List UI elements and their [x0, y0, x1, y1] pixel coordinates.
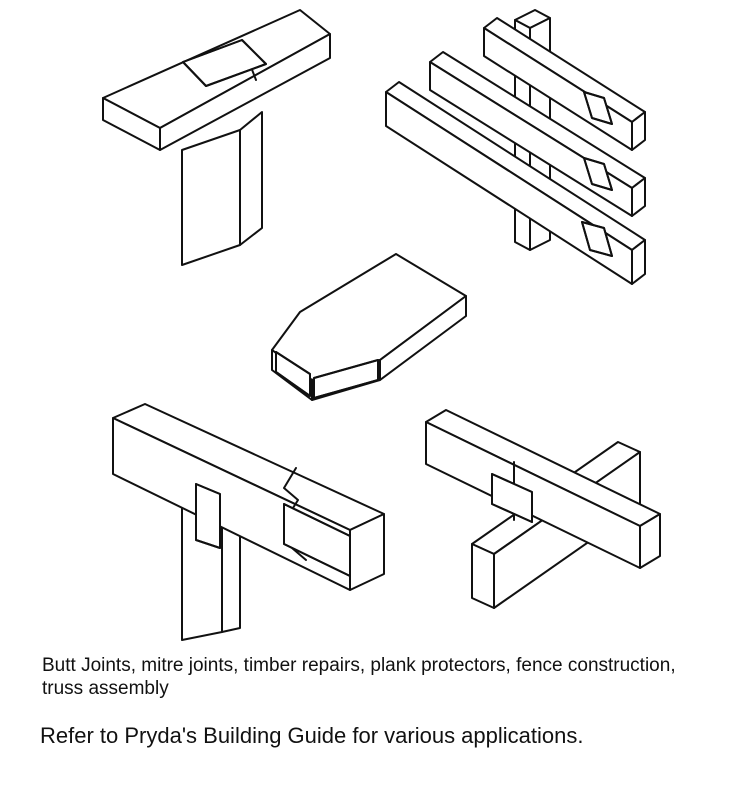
fence-illustration: [385, 9, 646, 285]
nail-plate: [491, 473, 533, 523]
mitre-joint-illustration: [271, 253, 467, 401]
nail-plate: [583, 157, 613, 191]
nail-plate: [195, 483, 351, 577]
nail-plate: [275, 351, 379, 399]
timber-repair-illustration: [112, 403, 385, 641]
nail-plate: [182, 39, 267, 87]
nail-plate: [581, 221, 613, 257]
t-joint-illustration: [102, 9, 331, 266]
joint-illustrations: [102, 9, 661, 641]
figure-caption: Butt Joints, mitre joints, timber repair…: [42, 655, 676, 699]
nail-plate: [583, 91, 613, 125]
reference-note: Refer to Pryda's Building Guide for vari…: [40, 723, 584, 748]
truss-assembly-illustration: [425, 409, 661, 609]
